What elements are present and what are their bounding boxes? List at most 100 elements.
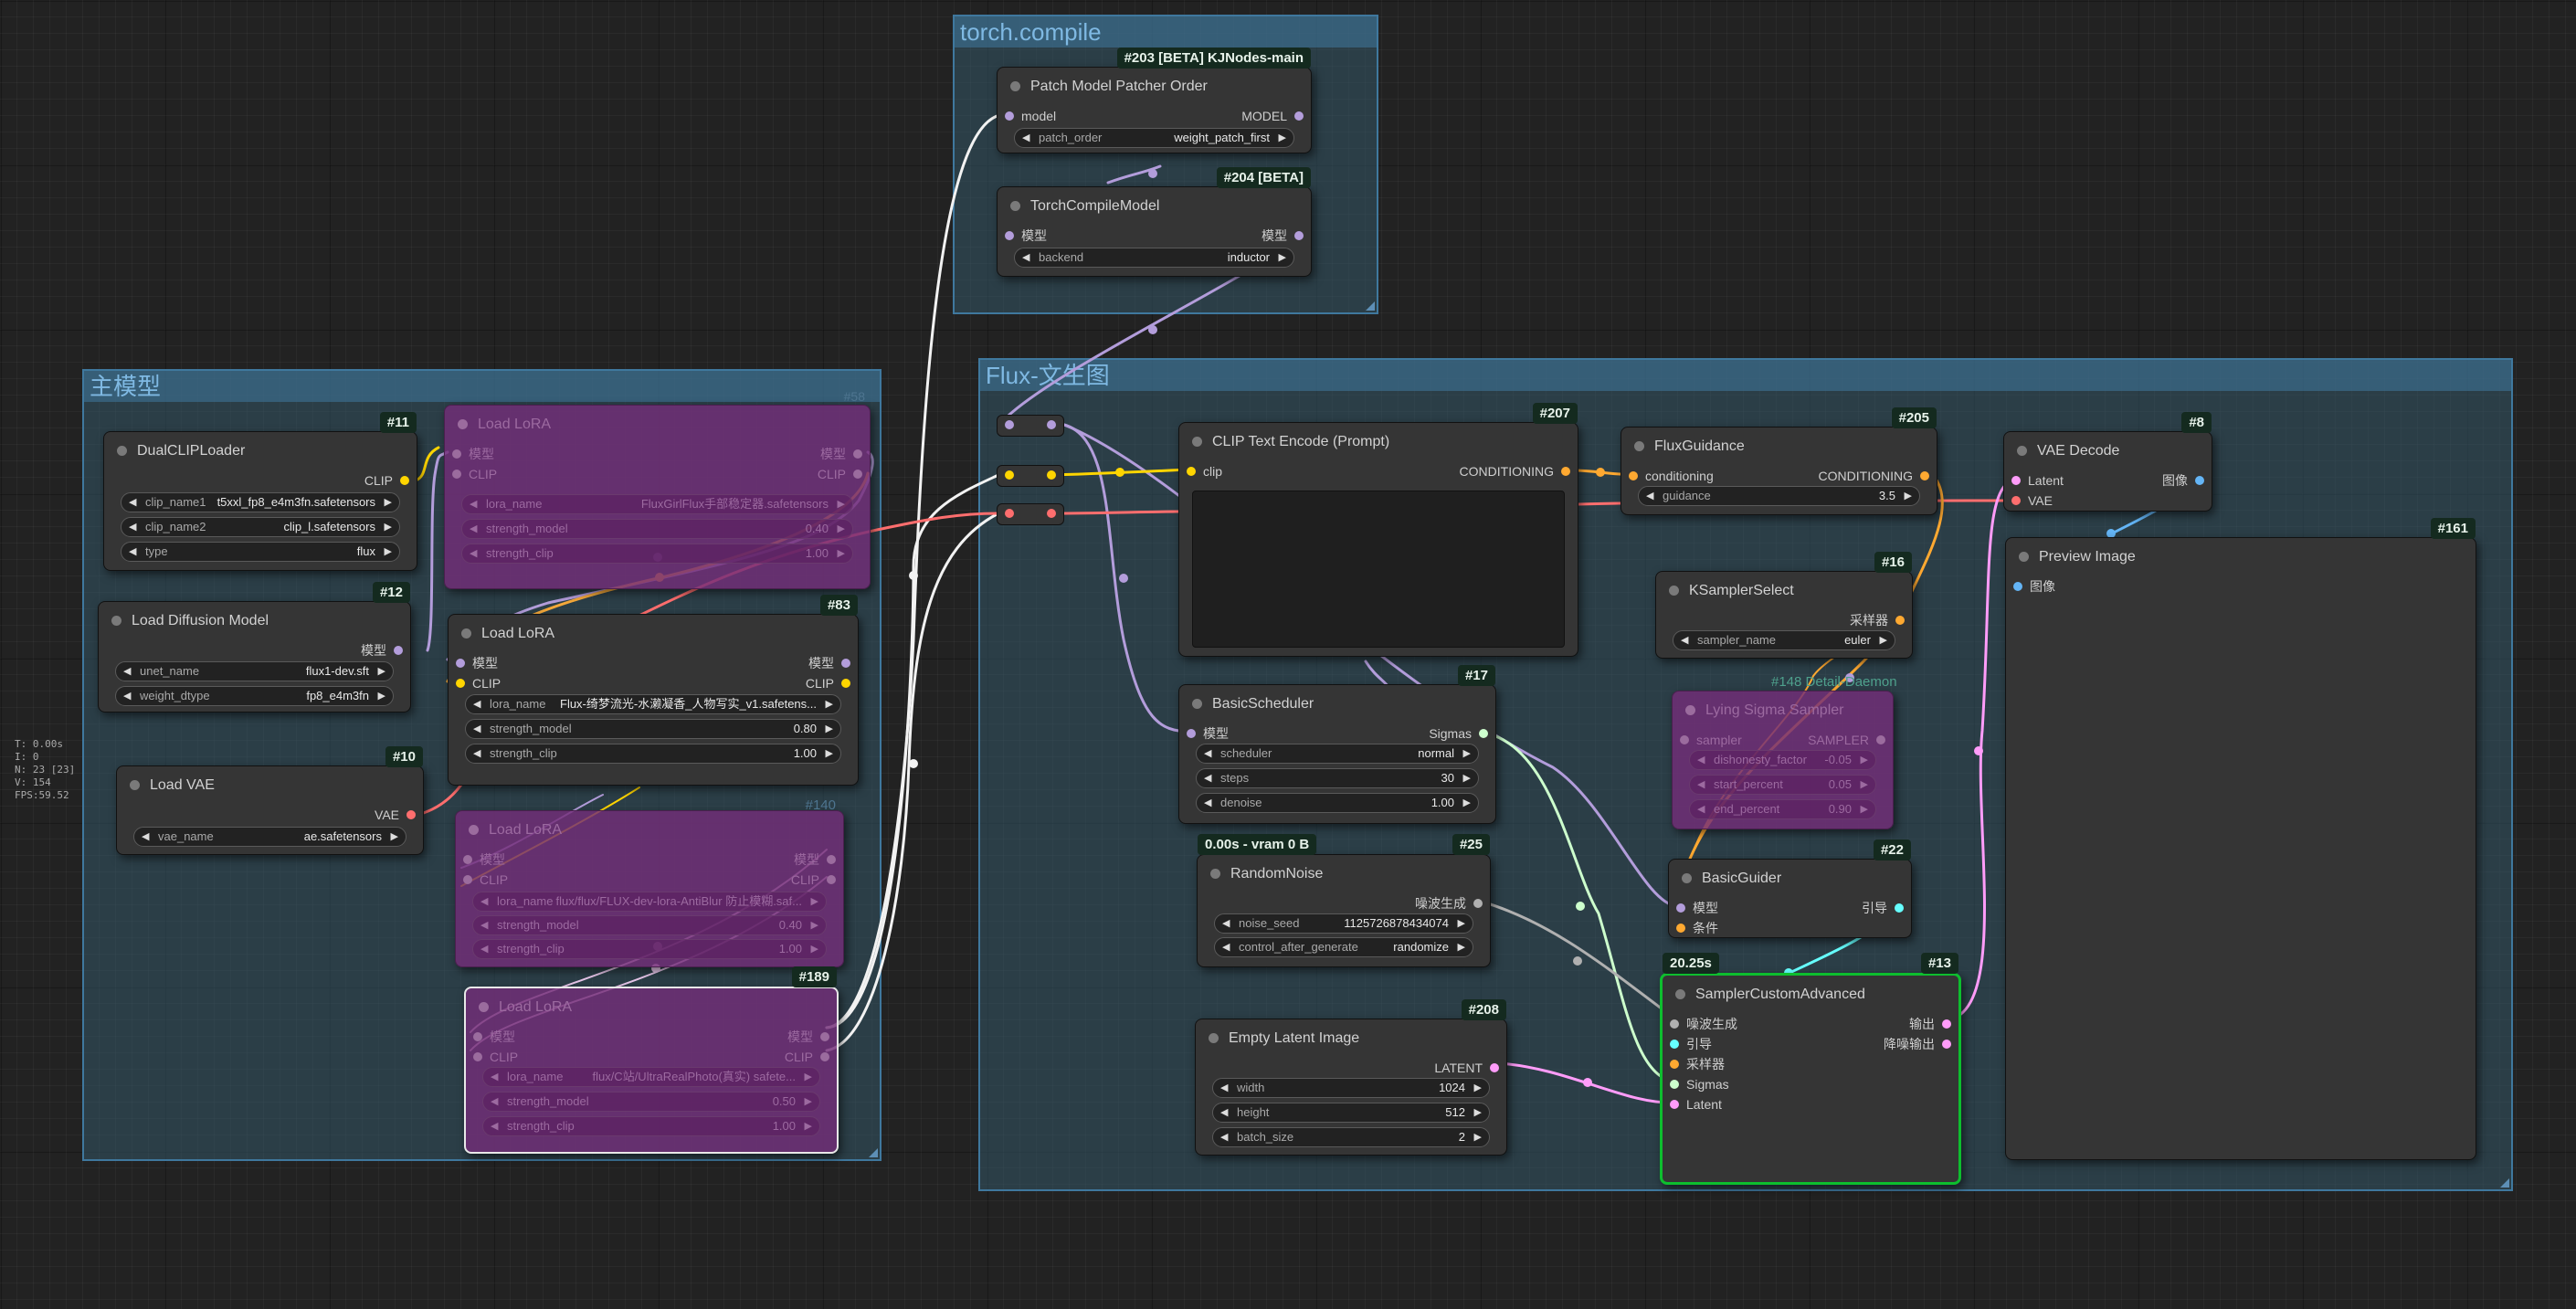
output-dot[interactable] <box>841 659 850 668</box>
input-dot[interactable] <box>2013 582 2022 591</box>
output-slot[interactable]: 模型 <box>787 1029 813 1044</box>
increment-arrow[interactable]: ▶ <box>1278 132 1286 143</box>
input-dot[interactable] <box>456 679 465 688</box>
input-dot[interactable] <box>1629 471 1638 480</box>
increment-arrow[interactable]: ▶ <box>825 723 833 734</box>
node-title[interactable]: BasicScheduler <box>1179 685 1495 723</box>
input-dot[interactable] <box>473 1052 482 1061</box>
increment-arrow[interactable]: ▶ <box>804 1121 812 1132</box>
output-dot[interactable] <box>1561 467 1570 476</box>
decrement-arrow[interactable]: ◀ <box>473 723 481 734</box>
input-slot[interactable]: 模型 <box>1203 726 1229 741</box>
increment-arrow[interactable]: ▶ <box>1462 748 1471 759</box>
output-slot[interactable]: VAE <box>375 808 399 822</box>
input-slot[interactable]: 模型 <box>1693 901 1718 915</box>
decrement-arrow[interactable]: ◀ <box>470 548 478 559</box>
input-dot[interactable] <box>1005 111 1014 121</box>
decrement-arrow[interactable]: ◀ <box>1222 918 1230 929</box>
group-resize-handle[interactable] <box>1366 301 1375 311</box>
node-title[interactable]: Empty Latent Image <box>1196 1019 1506 1058</box>
input-slot[interactable]: 噪波生成 <box>1686 1017 1737 1031</box>
increment-arrow[interactable]: ▶ <box>1904 491 1912 501</box>
increment-arrow[interactable]: ▶ <box>837 523 845 534</box>
input-dot[interactable] <box>1670 1040 1679 1049</box>
node-title[interactable]: DualCLIPLoader <box>104 432 417 470</box>
output-dot[interactable] <box>1876 735 1885 744</box>
reroute-clip[interactable] <box>997 465 1064 487</box>
increment-arrow[interactable]: ▶ <box>384 497 392 508</box>
output-slot[interactable]: 图像 <box>2162 473 2188 488</box>
height-widget[interactable]: ◀ height 512 ▶ <box>1212 1103 1490 1123</box>
increment-arrow[interactable]: ▶ <box>1860 804 1868 815</box>
output-slot[interactable]: 采样器 <box>1850 613 1888 628</box>
decrement-arrow[interactable]: ◀ <box>1697 779 1705 790</box>
input-slot[interactable]: CLIP <box>490 1050 519 1064</box>
input-dot[interactable] <box>456 659 465 668</box>
lora-name-widget[interactable]: ◀ lora_name flux/C站/UltraRealPhoto(真实) s… <box>482 1067 820 1087</box>
node-title[interactable]: Preview Image <box>2006 538 2476 576</box>
output-slot[interactable]: CONDITIONING <box>1818 469 1913 483</box>
output-dot[interactable] <box>820 1032 829 1041</box>
node-load-vae[interactable]: #10 Load VAE VAE ◀ vae_name ae.safetenso… <box>116 746 424 855</box>
node-title[interactable]: SamplerCustomAdvanced <box>1663 976 1958 1014</box>
increment-arrow[interactable]: ▶ <box>1473 1132 1482 1143</box>
increment-arrow[interactable]: ▶ <box>384 546 392 557</box>
node-load-lora-83[interactable]: #83 Load LoRA 模型 模型 CLIP CLIP ◀ lora_nam… <box>448 595 859 786</box>
reroute-output[interactable] <box>1047 470 1056 480</box>
output-dot[interactable] <box>1942 1040 1951 1049</box>
start-percent-widget[interactable]: ◀ start_percent 0.05 ▶ <box>1689 775 1876 795</box>
backend-widget[interactable]: ◀ backend inductor ▶ <box>1014 248 1294 268</box>
output-dot[interactable] <box>394 646 403 655</box>
reroute-vae[interactable] <box>997 503 1064 525</box>
decrement-arrow[interactable]: ◀ <box>473 748 481 759</box>
reroute-input[interactable] <box>1005 420 1014 429</box>
output-dot[interactable] <box>820 1052 829 1061</box>
output-dot[interactable] <box>853 470 862 479</box>
decrement-arrow[interactable]: ◀ <box>1204 797 1212 808</box>
input-slot[interactable]: CLIP <box>469 467 498 481</box>
input-dot[interactable] <box>452 449 461 459</box>
strength-clip-widget[interactable]: ◀ strength_clip 1.00 ▶ <box>482 1116 820 1136</box>
output-dot[interactable] <box>1920 471 1929 480</box>
output-slot[interactable]: CLIP <box>790 872 819 887</box>
output-dot[interactable] <box>400 476 409 485</box>
node-sampler-custom-advanced[interactable]: 20.25s #13 SamplerCustomAdvanced 噪波生成 输出… <box>1660 953 1961 1185</box>
dishonesty-factor-widget[interactable]: ◀ dishonesty_factor -0.05 ▶ <box>1689 750 1876 770</box>
output-slot[interactable]: CLIP <box>805 676 834 691</box>
node-title[interactable]: Load LoRA <box>445 406 870 444</box>
decrement-arrow[interactable]: ◀ <box>491 1121 499 1132</box>
node-vae-decode[interactable]: #8 VAE Decode Latent 图像 VAE <box>2003 412 2212 512</box>
decrement-arrow[interactable]: ◀ <box>1646 491 1654 501</box>
increment-arrow[interactable]: ▶ <box>1462 773 1471 784</box>
output-dot[interactable] <box>841 679 850 688</box>
output-slot[interactable]: 模型 <box>361 643 386 658</box>
output-dot[interactable] <box>406 810 416 819</box>
node-title[interactable]: TorchCompileModel <box>998 187 1311 226</box>
input-slot[interactable]: 引导 <box>1686 1037 1712 1051</box>
decrement-arrow[interactable]: ◀ <box>1220 1082 1229 1093</box>
increment-arrow[interactable]: ▶ <box>810 920 818 931</box>
decrement-arrow[interactable]: ◀ <box>123 691 132 702</box>
output-slot[interactable]: Sigmas <box>1429 726 1472 741</box>
increment-arrow[interactable]: ▶ <box>1473 1107 1482 1118</box>
input-dot[interactable] <box>1680 735 1689 744</box>
decrement-arrow[interactable]: ◀ <box>1220 1107 1229 1118</box>
output-slot[interactable]: LATENT <box>1434 1061 1483 1075</box>
strength-model-widget[interactable]: ◀ strength_model 0.40 ▶ <box>461 519 853 539</box>
input-dot[interactable] <box>1670 1019 1679 1029</box>
input-dot[interactable] <box>1187 467 1196 476</box>
node-random-noise[interactable]: 0.00s - vram 0 B #25 RandomNoise 噪波生成 ◀ … <box>1197 834 1491 967</box>
batch-size-widget[interactable]: ◀ batch_size 2 ▶ <box>1212 1127 1490 1147</box>
input-slot[interactable]: Latent <box>1686 1097 1722 1112</box>
node-title[interactable]: Load LoRA <box>449 615 858 653</box>
node-patch-model-patcher-order[interactable]: #203 [BETA] KJNodes-main Patch Model Pat… <box>997 48 1312 153</box>
increment-arrow[interactable]: ▶ <box>1462 797 1471 808</box>
node-title[interactable]: BasicGuider <box>1669 860 1911 898</box>
node-clip-text-encode[interactable]: #207 CLIP Text Encode (Prompt) clip COND… <box>1178 403 1578 657</box>
strength-clip-widget[interactable]: ◀ strength_clip 1.00 ▶ <box>472 939 827 959</box>
control-after-generate-widget[interactable]: ◀ control_after_generate randomize ▶ <box>1214 937 1473 957</box>
node-title[interactable]: Load LoRA <box>466 988 837 1027</box>
decrement-arrow[interactable]: ◀ <box>142 831 150 842</box>
lora-name-widget[interactable]: ◀ lora_name Flux-绮梦流光-水濑凝香_人物写实_v1.safet… <box>465 694 841 714</box>
increment-arrow[interactable]: ▶ <box>1860 779 1868 790</box>
